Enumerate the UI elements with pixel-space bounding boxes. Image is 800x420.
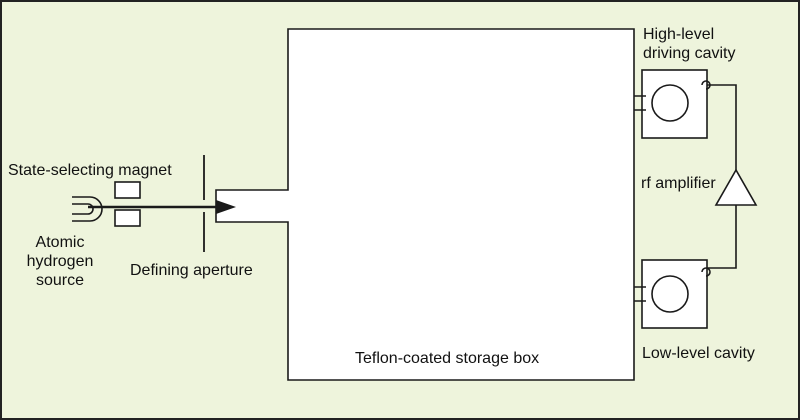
magnet-upper-pole bbox=[114, 181, 141, 199]
label-rf-amplifier: rf amplifier bbox=[641, 175, 716, 192]
label-defining-aperture: Defining aperture bbox=[130, 262, 253, 279]
magnet-lower-pole bbox=[114, 209, 141, 227]
low-level-cavity bbox=[634, 259, 711, 329]
label-atomic-source-line2: hydrogen bbox=[27, 253, 94, 270]
label-low-level-cavity: Low-level cavity bbox=[642, 345, 755, 362]
label-atomic-source-line3: source bbox=[36, 272, 84, 289]
storage-box bbox=[215, 28, 635, 381]
rf-amplifier-triangle bbox=[714, 168, 758, 206]
label-atomic-source-line1: Atomic bbox=[36, 234, 85, 251]
label-storage-box: Teflon-coated storage box bbox=[355, 350, 539, 367]
high-level-driving-cavity bbox=[634, 69, 711, 139]
atomic-beam-arrowhead bbox=[216, 200, 236, 214]
rf-feed-line-top bbox=[707, 84, 737, 170]
label-state-selecting-magnet: State-selecting magnet bbox=[8, 162, 172, 179]
label-high-level-line1: High-level bbox=[643, 26, 714, 43]
atomic-hydrogen-source bbox=[72, 196, 103, 222]
label-high-level-line2: driving cavity bbox=[643, 45, 735, 62]
rf-feed-line-bottom bbox=[707, 205, 737, 269]
